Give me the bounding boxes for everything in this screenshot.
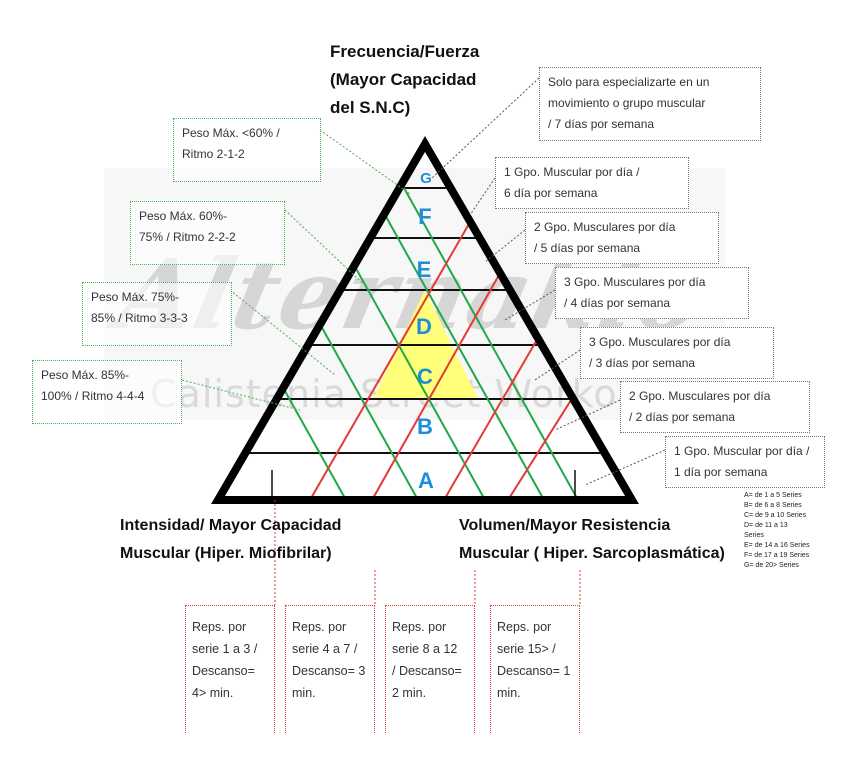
green-line-1 bbox=[393, 169, 579, 500]
frequency-box-e: 2 Gpo. Musculares por día / 5 días por s… bbox=[525, 212, 719, 264]
legend-item-b: B= de 6 a 8 Series bbox=[744, 502, 802, 509]
frequency-box-line: 6 día por semana bbox=[504, 186, 598, 200]
frequency-box-a: 1 Gpo. Muscular por día / 1 día por sema… bbox=[665, 436, 825, 488]
right-axis-line-1: Volumen/Mayor Resistencia bbox=[459, 517, 671, 534]
left-axis-line-1: Intensidad/ Mayor Capacidad bbox=[120, 517, 342, 534]
frequency-box-line: 2 Gpo. Musculares por día bbox=[534, 220, 676, 234]
right-axis-line-2: Muscular ( Hiper. Sarcoplasmática) bbox=[459, 545, 725, 562]
level-letters: G F E D C B A bbox=[416, 170, 434, 493]
frequency-box-line: / 5 días por semana bbox=[534, 241, 641, 255]
frequency-box-line: / 2 días por semana bbox=[629, 410, 736, 424]
reps-box-line: Reps. por bbox=[392, 620, 447, 634]
level-label-f: F bbox=[418, 204, 431, 229]
frequency-box-c: 3 Gpo. Musculares por día / 3 días por s… bbox=[580, 327, 774, 379]
reps-box-4: Reps. por serie 15> / Descanso= 1 min. bbox=[490, 605, 580, 733]
reps-box-line: min. bbox=[292, 686, 316, 700]
frequency-box-line: 2 Gpo. Musculares por día bbox=[629, 389, 771, 403]
frequency-box-b: 2 Gpo. Musculares por día / 2 días por s… bbox=[620, 381, 810, 433]
green-line-5 bbox=[261, 349, 347, 500]
weight-box-line: Peso Máx. 85%- bbox=[41, 368, 130, 382]
right-axis-label: Volumen/Mayor Resistencia Muscular ( Hip… bbox=[459, 512, 725, 568]
frequency-box-line: Solo para especializarte en un bbox=[548, 75, 710, 89]
reps-box-line: Descanso= 1 bbox=[497, 664, 571, 678]
reps-box-line: Reps. por bbox=[292, 620, 347, 634]
connector-right-2 bbox=[469, 177, 496, 216]
reps-box-line: 4> min. bbox=[192, 686, 234, 700]
top-title-line-1: Frecuencia/Fuerza bbox=[330, 42, 480, 61]
connector-left-1 bbox=[319, 129, 411, 195]
right-connectors bbox=[431, 77, 666, 486]
reps-box-line: Reps. por bbox=[497, 620, 552, 634]
top-title-line-3: del S.N.C) bbox=[330, 98, 411, 117]
frequency-box-line: 1 Gpo. Muscular por día / bbox=[504, 165, 640, 179]
level-label-e: E bbox=[417, 257, 432, 282]
legend-item-f: F= de 17 a 19 Series bbox=[744, 552, 810, 559]
level-label-c: C bbox=[417, 364, 433, 389]
reps-box-line: / Descanso= bbox=[392, 664, 462, 678]
reps-box-3: Reps. por serie 8 a 12 / Descanso= 2 min… bbox=[385, 605, 475, 733]
connector-left-3 bbox=[229, 289, 336, 376]
top-title: Frecuencia/Fuerza (Mayor Capacidad del S… bbox=[330, 38, 479, 122]
connector-right-4 bbox=[504, 289, 556, 321]
legend-item-a: A= de 1 a 5 Series bbox=[744, 492, 802, 499]
frequency-box-line: 1 día por semana bbox=[674, 465, 768, 479]
connector-right-7 bbox=[584, 449, 666, 486]
weight-box-line: 100% / Ritmo 4-4-4 bbox=[41, 389, 145, 403]
level-label-a: A bbox=[418, 468, 434, 493]
reps-box-line: serie 4 a 7 / bbox=[292, 642, 358, 656]
weight-box-line: Peso Máx. 75%- bbox=[91, 290, 180, 304]
legend-item-e: E= de 14 a 16 Series bbox=[744, 542, 810, 549]
reps-box-line: serie 8 a 12 bbox=[392, 642, 458, 656]
reps-box-line: serie 15> / bbox=[497, 642, 556, 656]
legend-item-g: G= de 20> Series bbox=[744, 562, 799, 569]
green-line-2 bbox=[359, 169, 545, 500]
frequency-box-line: 1 Gpo. Muscular por día / bbox=[674, 444, 810, 458]
level-label-d: D bbox=[416, 314, 432, 339]
frequency-box-line: / 7 días por semana bbox=[548, 117, 655, 131]
connector-right-1 bbox=[431, 77, 540, 179]
weight-box-line: 85% / Ritmo 3-3-3 bbox=[91, 311, 188, 325]
level-label-g: G bbox=[420, 170, 432, 187]
reps-box-line: Descanso= bbox=[192, 664, 255, 678]
connector-left-4 bbox=[181, 379, 301, 411]
red-line-4 bbox=[507, 369, 591, 500]
reps-box-line: Descanso= 3 bbox=[292, 664, 366, 678]
reps-box-line: Reps. por bbox=[192, 620, 247, 634]
frequency-box-line: / 3 días por semana bbox=[589, 356, 696, 370]
left-axis-label: Intensidad/ Mayor Capacidad Muscular (Hi… bbox=[120, 512, 341, 568]
left-axis-line-2: Muscular (Hiper. Miofibrilar) bbox=[120, 545, 332, 562]
frequency-box-line: / 4 días por semana bbox=[564, 296, 671, 310]
connector-right-3 bbox=[484, 229, 526, 263]
pyramid-outline bbox=[211, 136, 639, 504]
series-legend: A= de 1 a 5 Series B= de 6 a 8 Series C=… bbox=[744, 491, 810, 571]
frequency-box-line: movimiento o grupo muscular bbox=[548, 96, 706, 110]
level-label-b: B bbox=[417, 414, 433, 439]
reps-box-line: min. bbox=[497, 686, 521, 700]
reps-box-line: 2 min. bbox=[392, 686, 427, 700]
frequency-box-g: Solo para especializarte en un movimient… bbox=[539, 67, 761, 141]
frequency-box-line: 3 Gpo. Musculares por día bbox=[589, 335, 731, 349]
legend-item-c: C= de 9 a 10 Series bbox=[744, 512, 807, 519]
weight-box-d: Peso Máx. 75%- 85% / Ritmo 3-3-3 bbox=[82, 282, 232, 346]
weight-box-e: Peso Máx. 60%- 75% / Ritmo 2-2-2 bbox=[130, 201, 285, 265]
frequency-box-f: 1 Gpo. Muscular por día / 6 día por sema… bbox=[495, 157, 689, 209]
reps-box-1: Reps. por serie 1 a 3 / Descanso= 4> min… bbox=[185, 605, 275, 733]
frequency-box-d: 3 Gpo. Musculares por día / 4 días por s… bbox=[555, 267, 749, 319]
reps-box-line: serie 1 a 3 / bbox=[192, 642, 258, 656]
weight-box-line: 75% / Ritmo 2-2-2 bbox=[139, 230, 236, 244]
connector-right-5 bbox=[534, 349, 581, 381]
weight-box-g-f: Peso Máx. <60% / Ritmo 2-1-2 bbox=[173, 118, 321, 182]
left-connectors bbox=[181, 129, 411, 411]
top-title-line-2: (Mayor Capacidad bbox=[330, 70, 477, 89]
weight-box-line: Peso Máx. 60%- bbox=[139, 209, 228, 223]
legend-item-d: D= de 11 a 13 Series bbox=[744, 522, 788, 539]
weight-box-line: Ritmo 2-1-2 bbox=[182, 147, 245, 161]
frequency-box-line: 3 Gpo. Musculares por día bbox=[564, 275, 706, 289]
reps-box-2: Reps. por serie 4 a 7 / Descanso= 3 min. bbox=[285, 605, 375, 733]
weight-box-c: Peso Máx. 85%- 100% / Ritmo 4-4-4 bbox=[32, 360, 182, 424]
weight-box-line: Peso Máx. <60% / bbox=[182, 126, 280, 140]
reps-connectors bbox=[274, 500, 581, 605]
